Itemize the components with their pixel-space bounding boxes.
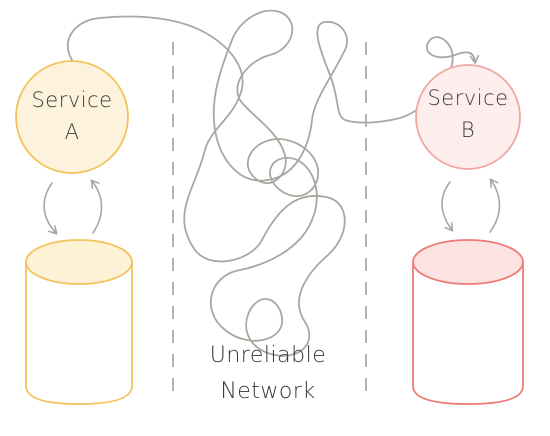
service-a-read-arrow — [90, 179, 103, 234]
database-a-body — [25, 262, 133, 405]
service-b-write-arrow — [441, 181, 454, 232]
service-b-letter: B — [461, 118, 475, 142]
service-b-label: Service — [427, 86, 508, 110]
service-a-letter: A — [65, 120, 80, 144]
network-path — [66, 9, 480, 357]
service-b-read-arrow — [489, 178, 501, 233]
database-b-body — [412, 262, 524, 405]
database-a — [25, 239, 133, 405]
service-a-circle — [15, 60, 129, 174]
database-a-top — [25, 239, 133, 285]
service-b-circle — [415, 64, 521, 170]
network-label-line2: Network — [220, 379, 315, 404]
database-b — [412, 239, 524, 405]
service-a-label: Service — [31, 88, 112, 112]
service-a-write-arrow — [43, 182, 58, 235]
network-label-line1: Unreliable — [210, 343, 326, 368]
database-b-top — [412, 239, 524, 285]
service-b-node: Service B — [415, 64, 521, 170]
service-a-node: Service A — [15, 60, 129, 174]
